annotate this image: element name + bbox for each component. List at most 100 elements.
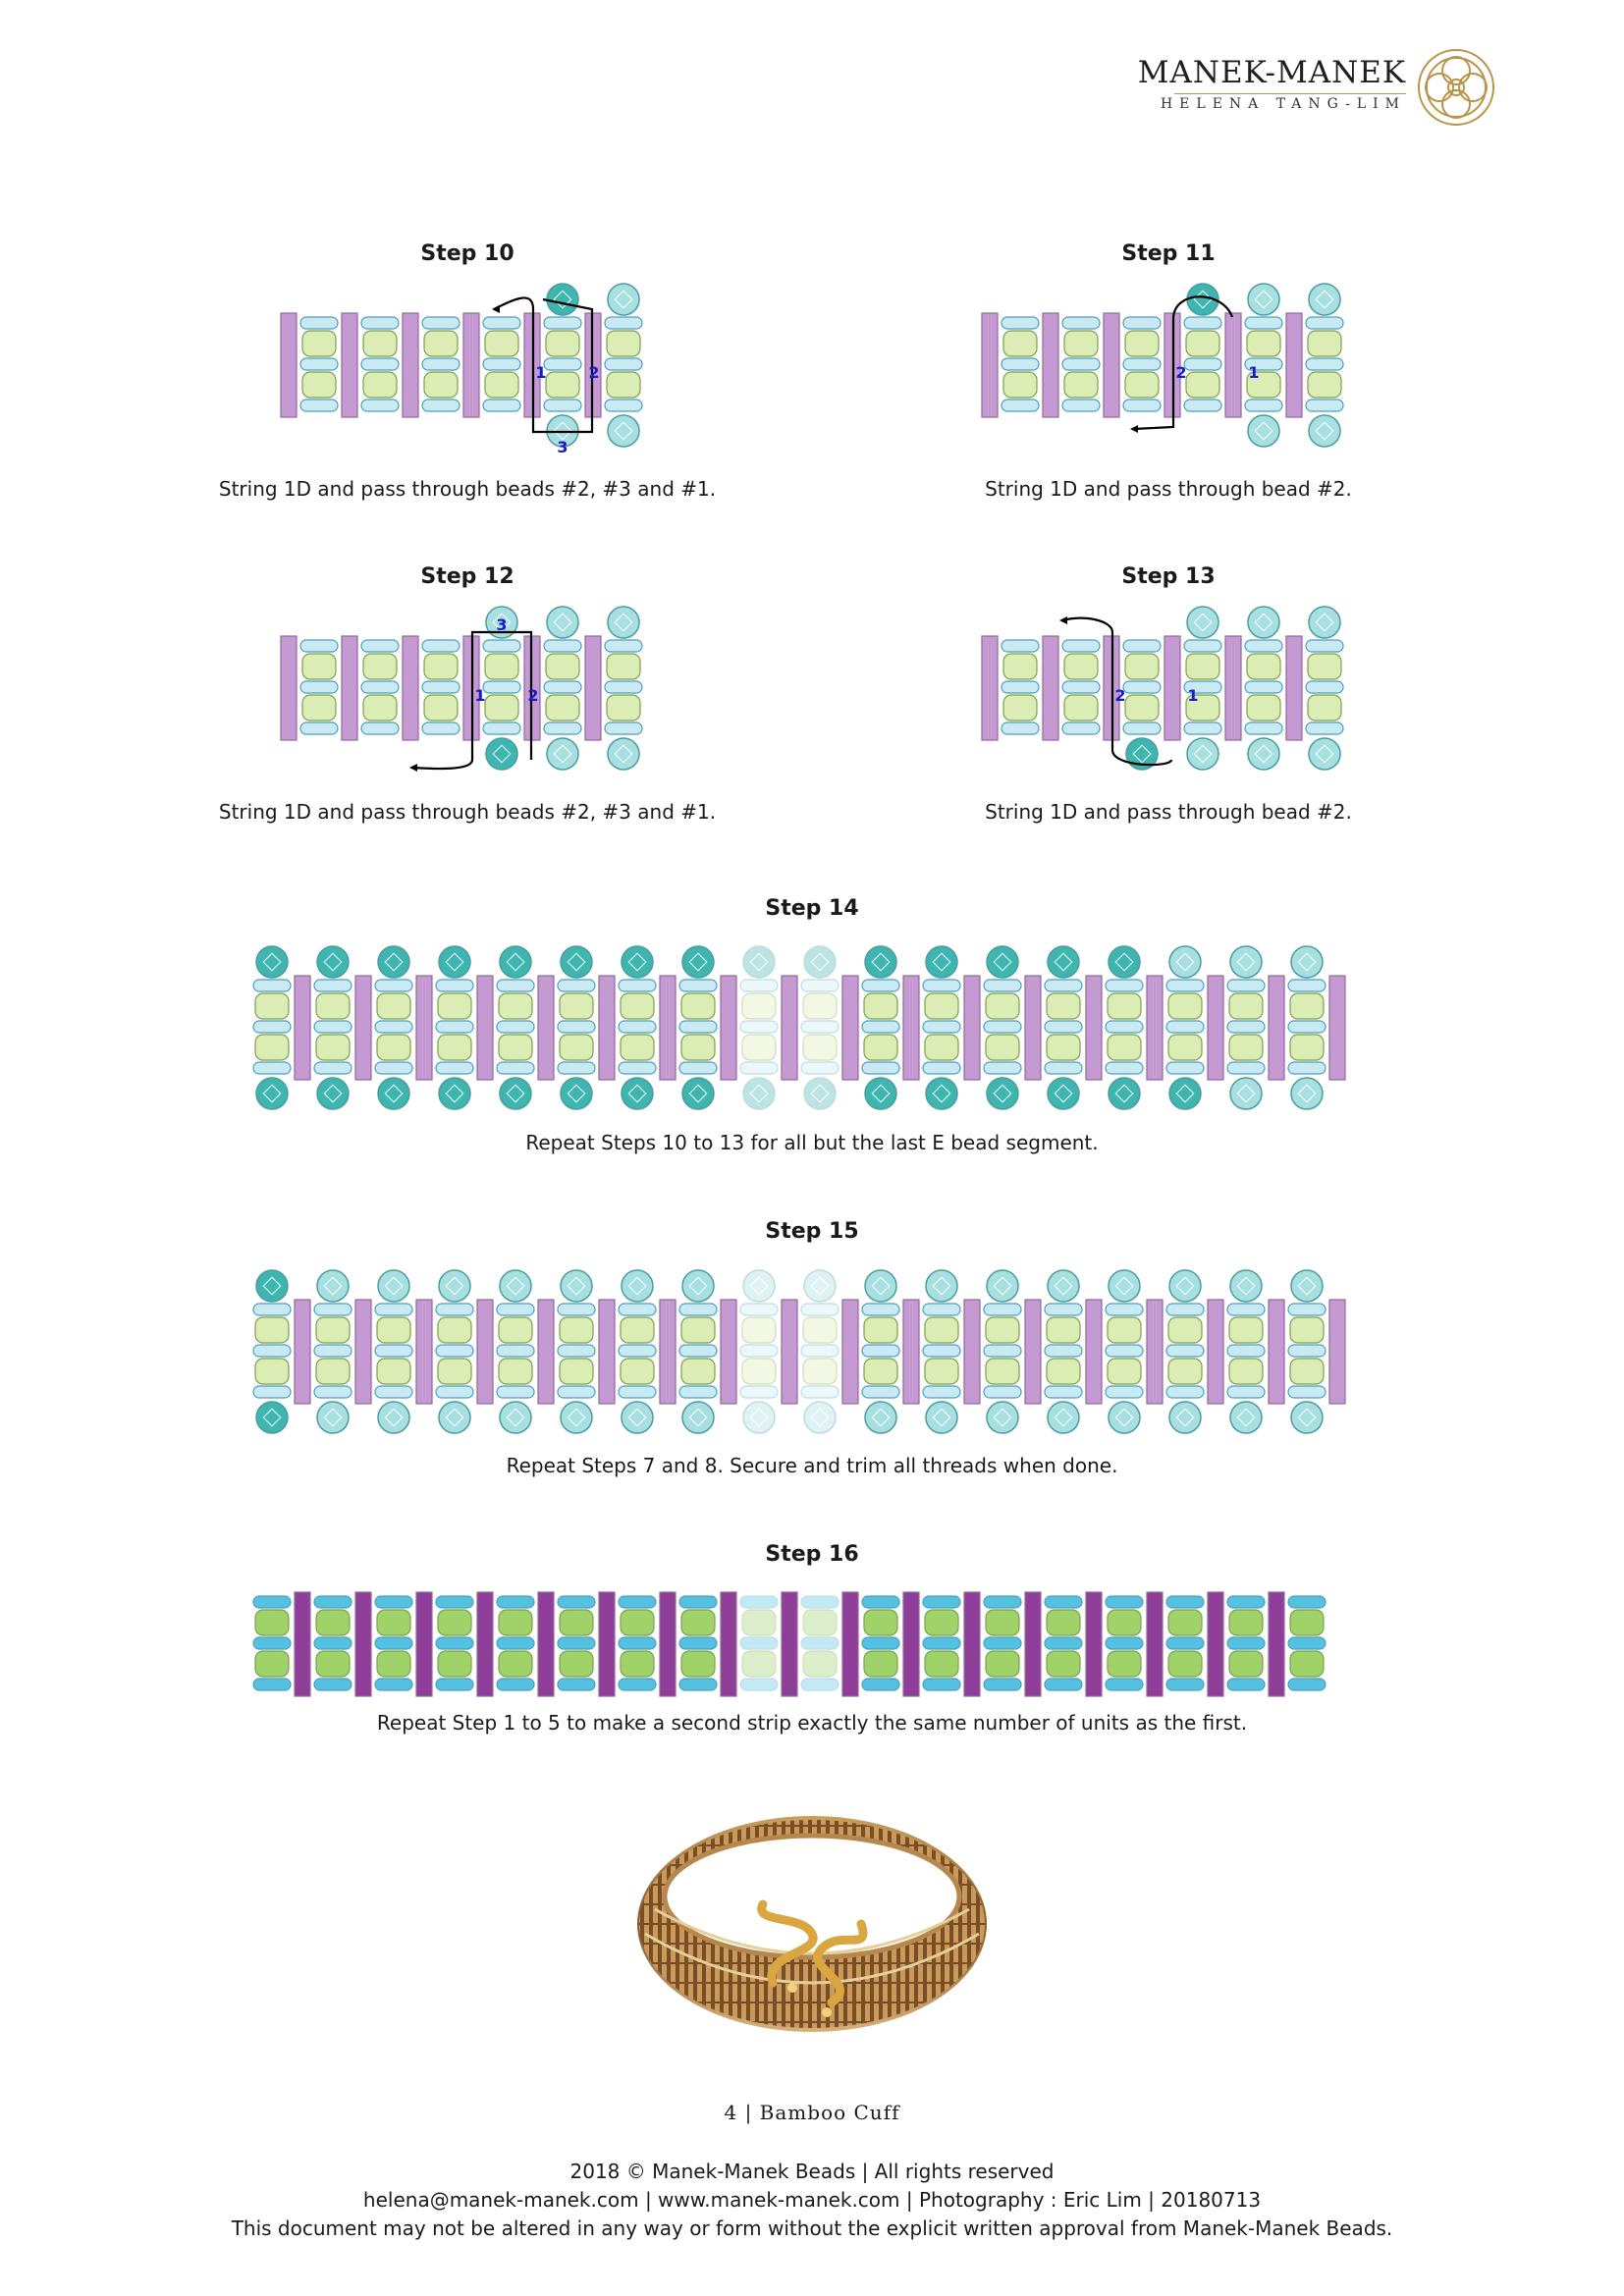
crystal-facet [492,744,512,764]
bead-column [1061,316,1101,412]
seed-bead [1105,1061,1144,1075]
crystal-bead [986,945,1019,979]
round-bead [559,1650,594,1678]
bead-column [861,1269,900,1434]
seed-bead [1044,1303,1083,1316]
seed-bead [678,1595,718,1609]
seed-bead [1165,1636,1205,1650]
crystal-facet [614,613,633,632]
thread-arrow [409,764,417,772]
bracelet-photo-icon [637,1816,987,2032]
seed-bead [922,1020,961,1034]
seed-bead [421,721,460,735]
bead-column [922,1269,961,1434]
crystal-facet [614,421,633,441]
crystal-bead [255,945,289,979]
crystal-bead [1125,737,1159,771]
seed-bead [557,1636,596,1650]
round-bead [423,694,459,721]
crystal-facet [323,1408,343,1427]
seed-bead [496,979,535,992]
crystal-facet [614,290,633,309]
seed-bead [983,1385,1022,1399]
crystal-bead [377,1269,410,1303]
seed-bead [252,1061,292,1075]
seed-bead [800,1344,839,1358]
seed-bead [1001,721,1040,735]
seed-bead [252,1595,292,1609]
crystal-bead [1290,1077,1324,1110]
round-bead [1046,992,1081,1020]
bead-column [374,1269,413,1434]
round-bead [606,694,641,721]
round-bead [376,1650,411,1678]
seed-bead [482,316,521,330]
step-16-diagram [252,1591,1326,1697]
bead-column [252,1269,292,1434]
seed-bead [800,1636,839,1650]
seed-bead [557,1020,596,1034]
round-bead [1107,1650,1142,1678]
step-13-caption: String 1D and pass through bead #2. [985,800,1352,824]
seed-bead [435,1678,474,1691]
bead-column [1305,606,1344,771]
round-bead [362,694,398,721]
bugle-bead [981,635,999,741]
bead-column [1226,1595,1266,1691]
round-bead [498,1034,533,1061]
bead-column [983,1269,1022,1434]
bugle-bead [280,312,298,418]
round-bead [484,653,519,680]
seed-bead [861,1020,900,1034]
round-bead [680,1358,716,1385]
seed-bead [604,316,643,330]
round-bead [437,1316,472,1344]
crystal-bead [803,1077,837,1110]
crystal-bead [621,1077,654,1110]
bead-column [557,1269,596,1434]
round-bead [1228,1034,1264,1061]
bead-column [435,1595,474,1691]
crystal-facet [1193,613,1213,632]
bead-column [739,1269,779,1434]
crystal-bead [1047,1077,1080,1110]
seed-bead [1183,357,1222,371]
crystal-facet [262,952,282,972]
round-bead [802,1650,838,1678]
crystal-bead [986,1269,1019,1303]
brand-rule [1174,93,1406,94]
round-bead [863,1609,898,1636]
crystal-facet [506,952,525,972]
round-bead [1046,1609,1081,1636]
round-bead [559,1358,594,1385]
bugle-bead [1146,1591,1164,1697]
step-10-title: Step 10 [420,241,514,266]
bead-column [678,1269,718,1434]
round-bead [1228,1650,1264,1678]
round-bead [437,992,472,1020]
bead-column [252,945,292,1110]
seed-bead [252,1344,292,1358]
round-bead [802,1316,838,1344]
bugle-bead [1164,635,1181,741]
bead-column [435,945,474,1110]
step-15-title: Step 15 [765,1219,859,1244]
round-bead [437,1650,472,1678]
crystal-bead [621,1401,654,1434]
step-16-caption: Repeat Step 1 to 5 to make a second stri… [376,1711,1248,1735]
bugle-bead [720,1591,737,1697]
round-bead [1107,1609,1142,1636]
round-bead [437,1358,472,1385]
round-bead [606,371,641,399]
crystal-bead [546,606,579,639]
round-bead [620,992,655,1020]
seed-bead [374,1636,413,1650]
crystal-bead [925,1077,958,1110]
bead-column [861,1595,900,1691]
bugle-bead [1207,975,1224,1081]
round-bead [498,992,533,1020]
crystal-facet [1297,952,1317,972]
bead-column [800,945,839,1110]
crystal-facet [567,1408,586,1427]
seed-bead [557,979,596,992]
